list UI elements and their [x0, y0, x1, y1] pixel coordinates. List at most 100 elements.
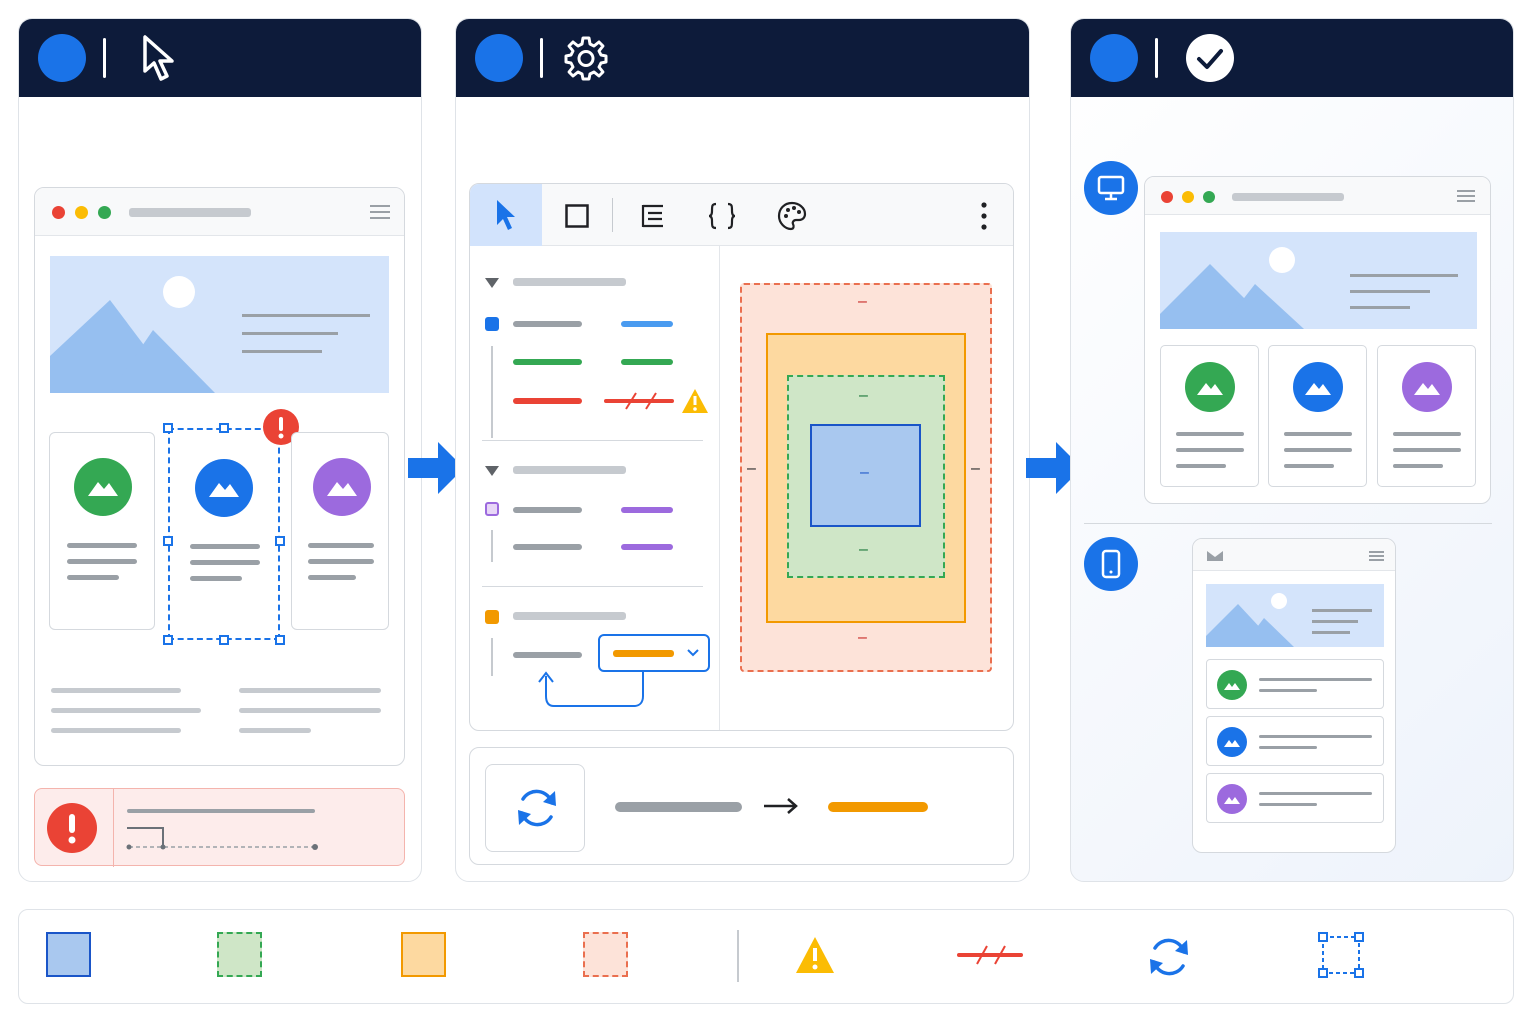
card-line	[1176, 448, 1244, 452]
rule-divider	[482, 440, 703, 441]
rule-color-swatch[interactable]	[485, 610, 499, 624]
resize-handle[interactable]	[275, 536, 285, 546]
more-vert-icon[interactable]	[980, 201, 988, 231]
legend-bar	[18, 909, 1514, 1004]
property-value[interactable]	[621, 544, 673, 550]
property-name	[513, 652, 582, 658]
stage-edit-header	[456, 19, 1029, 97]
text-line	[239, 708, 381, 713]
browser-titlebar	[1145, 177, 1490, 215]
rule-selector	[513, 278, 626, 286]
card-line	[1176, 464, 1226, 468]
property-name	[513, 321, 582, 327]
hero-image	[1160, 232, 1477, 329]
resize-handle[interactable]	[219, 635, 229, 645]
invalid-property-icon	[957, 945, 1023, 965]
palette-icon[interactable]	[777, 201, 807, 231]
card-line	[190, 576, 242, 581]
stage-verify-header	[1071, 19, 1513, 97]
layout-list-icon[interactable]	[640, 203, 666, 229]
text-line	[51, 708, 201, 713]
url-bar	[129, 208, 251, 217]
property-value[interactable]	[621, 507, 673, 513]
property-value[interactable]	[621, 321, 673, 327]
desktop-icon[interactable]	[1084, 161, 1138, 215]
property-name-invalid	[513, 398, 582, 404]
card	[1160, 345, 1259, 487]
resize-handle[interactable]	[163, 423, 173, 433]
cursor-icon	[143, 35, 174, 81]
card-icon	[195, 459, 253, 517]
stage-inspect-header	[19, 19, 421, 97]
gear-icon	[564, 36, 608, 81]
resize-handle[interactable]	[275, 635, 285, 645]
stage-badge	[38, 34, 86, 82]
property-name	[513, 507, 582, 513]
mobile-icon[interactable]	[1084, 537, 1138, 591]
error-trace	[126, 827, 318, 850]
card-icon	[313, 458, 371, 516]
arrow-right-icon	[1026, 442, 1082, 494]
list-item	[1206, 659, 1384, 709]
card	[49, 432, 155, 630]
list-item	[1206, 716, 1384, 766]
minimize-dot	[1182, 191, 1194, 203]
card-line	[1176, 432, 1244, 436]
card-line	[1393, 464, 1443, 468]
box-model-icon[interactable]	[565, 204, 589, 228]
content-box[interactable]: –	[810, 424, 921, 527]
rule-color-swatch[interactable]	[485, 502, 499, 516]
box-model-diagram: – – – – – – –	[740, 283, 992, 672]
header-divider	[1155, 38, 1158, 78]
check-circle-icon	[1186, 34, 1234, 82]
header-divider	[540, 38, 543, 78]
stage-inspect-panel	[18, 18, 422, 882]
sync-transform-box	[469, 747, 1014, 865]
warning-icon	[796, 937, 834, 973]
rule-selector	[513, 612, 626, 620]
content-size-value: –	[860, 464, 869, 481]
content-swatch	[46, 932, 91, 977]
card-line	[1284, 448, 1352, 452]
menu-icon	[1457, 190, 1475, 202]
code-braces-icon[interactable]	[707, 202, 737, 230]
resize-handle[interactable]	[163, 635, 173, 645]
margin-top-value: –	[858, 293, 867, 310]
card-icon	[1185, 362, 1235, 412]
hero-image	[1206, 584, 1384, 647]
warning-icon	[682, 389, 708, 413]
rule-divider	[482, 586, 703, 587]
card-line	[308, 575, 356, 580]
resize-handle[interactable]	[219, 423, 229, 433]
maximize-dot	[1203, 191, 1215, 203]
card-line	[1393, 432, 1461, 436]
card-line	[190, 544, 260, 549]
collapse-triangle-icon[interactable]	[485, 466, 499, 476]
collapse-triangle-icon[interactable]	[485, 278, 499, 288]
old-value-bar	[615, 802, 742, 812]
text-line	[51, 728, 181, 733]
browser-window	[34, 187, 405, 766]
property-value[interactable]	[621, 359, 673, 365]
close-dot	[1161, 191, 1173, 203]
resize-handle[interactable]	[163, 536, 173, 546]
site-logo-icon	[1207, 551, 1223, 561]
property-name	[513, 359, 582, 365]
select-cursor-icon[interactable]	[470, 184, 542, 246]
rule-guide	[491, 638, 493, 676]
close-dot	[52, 206, 65, 219]
list-line	[1259, 792, 1372, 795]
list-item-icon	[1217, 784, 1247, 814]
error-text-line	[127, 809, 315, 813]
value-dropdown[interactable]	[598, 634, 710, 672]
padding-swatch	[217, 932, 262, 977]
card-selected[interactable]	[168, 428, 280, 640]
card-line	[1393, 448, 1461, 452]
maximize-dot	[98, 206, 111, 219]
text-line	[239, 688, 381, 693]
devtools-panel: – – – – – – –	[469, 183, 1014, 731]
text-line	[51, 688, 181, 693]
rule-color-swatch[interactable]	[485, 317, 499, 331]
list-line	[1259, 735, 1372, 738]
sync-button[interactable]	[485, 764, 585, 852]
